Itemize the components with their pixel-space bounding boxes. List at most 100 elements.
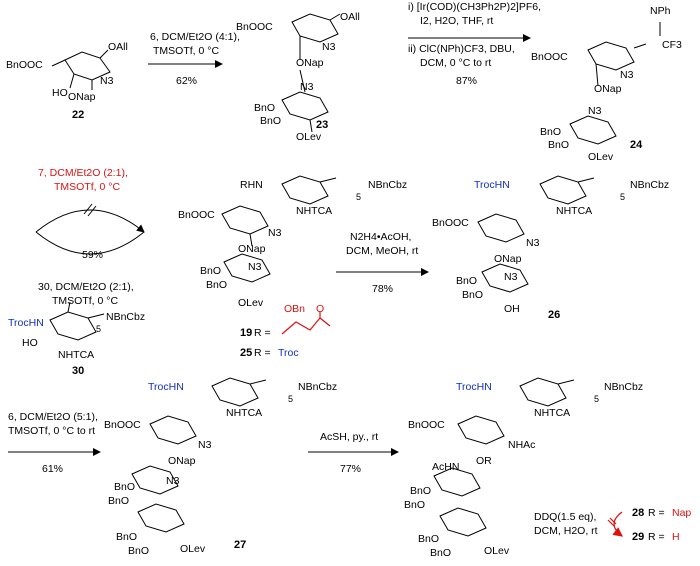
n3-label-bottom: N3 [248,261,262,273]
n3-label-top: N3 [620,69,634,81]
nhtca-label: NHTCA [556,205,592,217]
r28-text: R = [648,507,665,519]
nph-label: NPh [650,5,671,17]
rhn-label: RHN [240,179,263,191]
r29-value: H [672,531,680,543]
bnooc-label: BnOOC [178,209,215,221]
n3-label-bottom: N3 [588,105,602,117]
trochn-label: TrocHN [474,179,510,191]
trochn-label: TrocHN [148,381,184,393]
yield-mid: 59% [82,249,103,261]
step-2: i) [Ir(COD)(CH3Ph2P)2]PF6, I2, H2O, THF,… [408,1,541,87]
intermediate-compound: RHN NHTCA NBnCbz 5 BnOOC N3 ONap N3 BnO … [178,175,407,309]
r19-text: R = [254,327,271,339]
chain-label: NBnCbz [630,179,669,191]
bno-label-c: BnO [418,533,439,545]
deprotection: DDQ(1.5 eq), DCM, H2O, rt 28 R = Nap 29 … [534,507,691,543]
compound-23: BnOOC OAll N3 ONap N3 BnO BnO OLev 23 [236,11,360,143]
bnooc-label: BnOOC [236,21,273,33]
nhtca-label: NHTCA [534,407,570,419]
step-3-yield: 78% [372,283,393,295]
bno-label-a: BnO [200,265,221,277]
n3-label: N3 [100,75,114,87]
bnooc-label: BnOOC [104,419,141,431]
bno-label-b: BnO [462,289,483,301]
olev-label: OLev [238,297,264,309]
cf3-label: CF3 [662,39,682,51]
bno-label-b: BnO [206,279,227,291]
compound-label: 27 [234,539,246,551]
onap-label: ONap [594,83,622,95]
step-5-line-1: AcSH, py., rt [320,431,378,443]
step-2-yield: 87% [456,75,477,87]
cond-bot-line-1: 30, DCM/Et2O (2:1), [38,281,134,293]
r28-value: Nap [672,507,691,519]
olev-label: OLev [484,545,510,557]
compound-label: 23 [316,119,328,131]
o-label: O [316,303,324,315]
cond-bot-line-2: TMSOTf, 0 °C [52,295,118,307]
nhtca-label: NHTCA [296,205,332,217]
oh-label: OH [504,303,520,315]
step-2-line-3: ii) ClC(NPh)CF3, DBU, [408,43,515,55]
step-1-line-2: TMSOTf, 0 °C [153,45,219,57]
oall-label: OAll [340,11,360,23]
onap-label: ONap [168,455,196,467]
step-5-yield: 77% [340,463,361,475]
step-4-yield: 61% [42,463,63,475]
r25-text: R = [254,347,271,359]
bno-label-d: BnO [430,547,451,559]
onap-label: ONap [494,253,522,265]
nhtca-label: NHTCA [226,407,262,419]
compound-label: 30 [72,365,84,377]
chain-subscript: 5 [288,394,293,404]
n3-label-top: N3 [268,227,282,239]
step-3-line-2: DCM, MeOH, rt [346,245,418,257]
coupling-arrows: 7, DCM/Et2O (2:1), TMSOTf, 0 °C 59% 30, … [35,167,145,307]
bno-label-b: BnO [548,139,569,151]
n3-label-bottom: N3 [504,271,518,283]
chain-label: NBnCbz [368,179,407,191]
oall-label: OAll [108,41,128,53]
r19-label: 19 [240,327,252,339]
chain-subscript: 5 [620,192,625,202]
olev-label: OLev [588,151,614,163]
ho-label: HO [52,87,68,99]
bno-label-a: BnO [254,102,275,114]
obn-label: OBn [284,303,305,315]
cond-top-line-1: 7, DCM/Et2O (2:1), [38,167,128,179]
n3-label-bottom: N3 [166,475,180,487]
step-2-line-4: DCM, 0 °C to rt [420,57,491,69]
bnooc-label: BnOOC [432,217,469,229]
bno-label-b: BnO [404,499,425,511]
onap-label: ONap [68,91,96,103]
n3-label-bottom: N3 [300,81,314,93]
chain-subscript: 5 [356,192,361,202]
compound-label: 24 [630,139,643,151]
bnooc-label: BnOOC [408,419,445,431]
compound-26: TrocHN NHTCA NBnCbz 5 BnOOC N3 ONap N3 B… [432,175,669,321]
bno-label-c: BnO [116,531,137,543]
n3-label-top: N3 [322,41,336,53]
step-2-line-1: i) [Ir(COD)(CH3Ph2P)2]PF6, [408,1,541,13]
bno-label-b: BnO [260,115,281,127]
step-3: N2H4•AcOH, DCM, MeOH, rt 78% [336,231,429,295]
bno-label-b: BnO [108,495,129,507]
onap-label: ONap [296,57,324,69]
step-1-line-1: 6, DCM/Et2O (4:1), [150,31,240,43]
step-1: 6, DCM/Et2O (4:1), TMSOTf, 0 °C 62% [148,31,240,87]
r-definitions: 19 R = OBn O 25 R = Troc [240,303,331,359]
bno-label-a: BnO [114,481,135,493]
r25-label: 25 [240,347,252,359]
step-2-line-2: I2, H2O, THF, rt [420,15,493,27]
or-label: OR [476,455,492,467]
compound-22: BnOOC OAll N3 HO ONap 22 [6,41,128,121]
step-1-yield: 62% [176,75,197,87]
step-4-line-1: 6, DCM/Et2O (5:1), [8,411,98,423]
bno-label-a: BnO [456,275,477,287]
trochn-label: TrocHN [8,317,44,329]
compound-24: NPh CF3 BnOOC N3 ONap N3 BnO BnO OLev 24 [531,5,682,163]
nhtca-label: NHTCA [58,349,94,361]
bnooc-label: BnOOC [531,51,568,63]
